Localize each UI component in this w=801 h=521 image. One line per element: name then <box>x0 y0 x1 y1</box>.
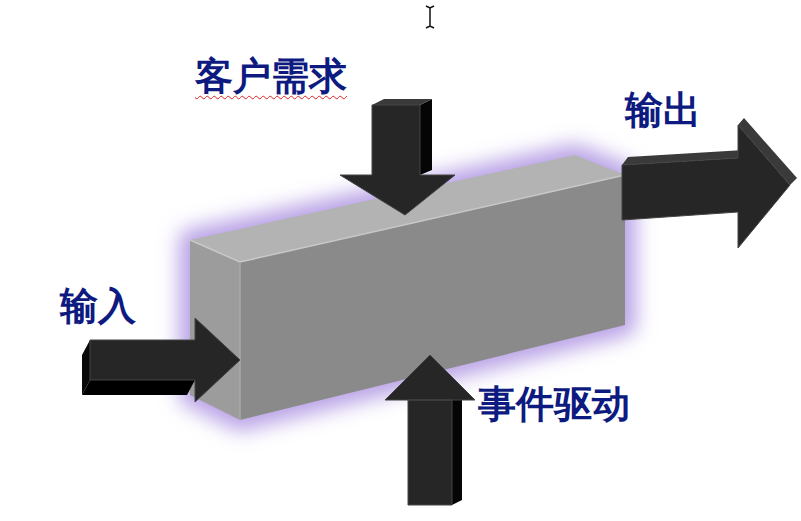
output-label: 输出 <box>625 90 701 132</box>
output-arrow <box>622 125 790 248</box>
arrow-side <box>82 340 90 395</box>
input-label: 输入 <box>60 286 136 328</box>
event-arrow <box>385 355 475 505</box>
box-edge <box>239 262 241 420</box>
arrow-side <box>372 99 432 105</box>
arrow-side <box>82 380 195 395</box>
demand-label: 客户需求 <box>195 56 347 98</box>
arrow-side <box>420 99 432 175</box>
demand-arrow <box>340 105 455 215</box>
text-cursor <box>426 6 434 28</box>
event-label: 事件驱动 <box>478 384 630 426</box>
arrow-side <box>452 394 462 505</box>
input-arrow <box>90 318 240 402</box>
